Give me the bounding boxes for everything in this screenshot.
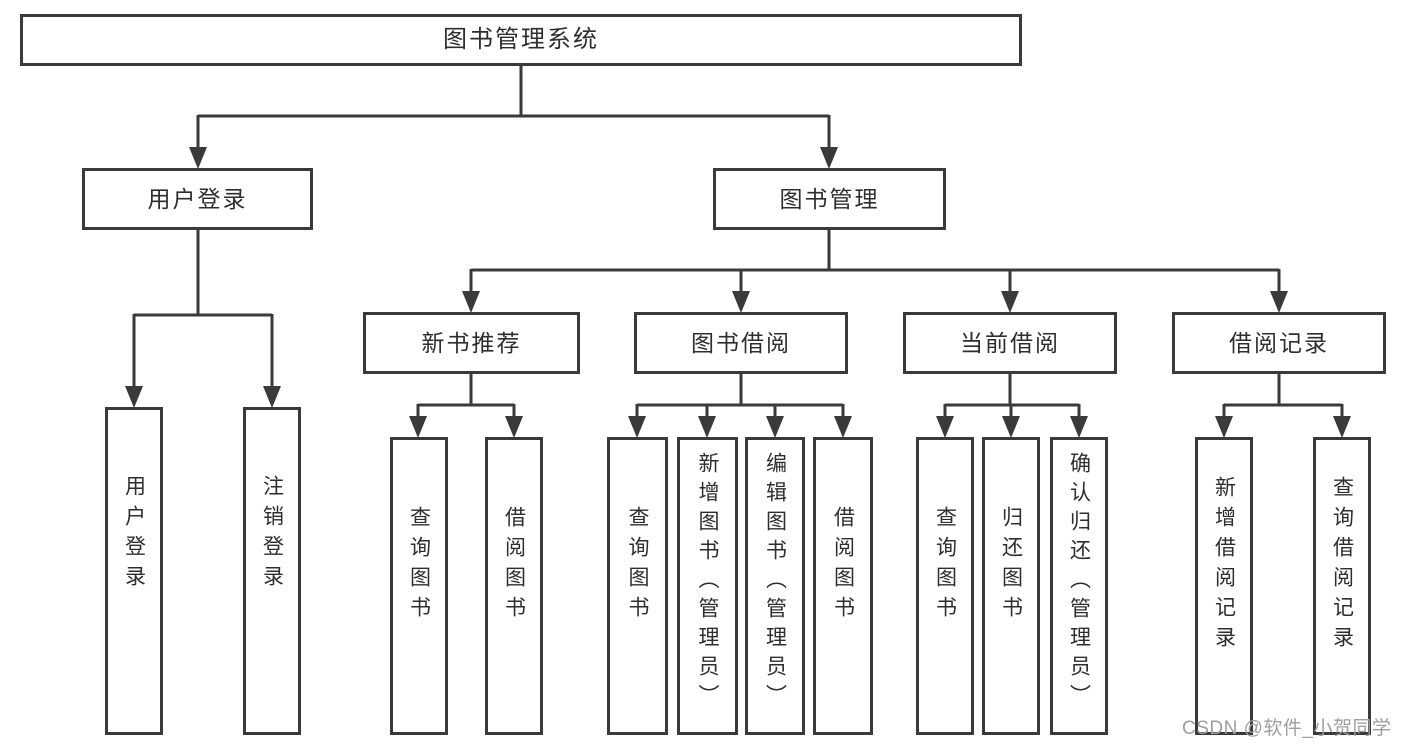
node-current-borrowing: 当前借阅 (903, 312, 1117, 374)
node-book-borrowing-label: 图书借阅 (691, 329, 791, 356)
leaf-user-login: 用户登录 (105, 407, 163, 735)
leaf-cb-query-books: 查询图书 (916, 437, 974, 735)
leaf-br-add-record-label: 新增借阅记录 (1212, 476, 1236, 656)
node-current-borrowing-label: 当前借阅 (960, 329, 1060, 356)
node-borrowing-records: 借阅记录 (1172, 312, 1386, 374)
node-user-login-label: 用户登录 (147, 185, 248, 212)
leaf-bb-query-books: 查询图书 (607, 437, 668, 735)
leaf-bb-query-books-label: 查询图书 (626, 506, 649, 626)
node-book-management: 图书管理 (713, 168, 946, 230)
node-borrowing-records-label: 借阅记录 (1229, 329, 1329, 356)
leaf-cb-return-books-label: 归还图书 (999, 506, 1023, 626)
leaf-cb-confirm-return-admin-label: 确认归还（管理员） (1067, 451, 1091, 713)
leaf-nb-query-books-label: 查询图书 (407, 506, 431, 626)
leaf-logout: 注销登录 (243, 407, 301, 735)
leaf-br-add-record: 新增借阅记录 (1195, 437, 1253, 735)
node-user-login: 用户登录 (82, 168, 313, 230)
leaf-logout-label: 注销登录 (260, 475, 284, 595)
leaf-user-login-label: 用户登录 (122, 475, 146, 595)
leaf-cb-return-books: 归还图书 (982, 437, 1040, 735)
leaf-bb-edit-books-admin-label: 编辑图书（管理员） (763, 451, 787, 713)
leaf-nb-borrow-books-label: 借阅图书 (502, 506, 526, 626)
leaf-bb-borrow-books-label: 借阅图书 (831, 506, 855, 626)
leaf-cb-confirm-return-admin: 确认归还（管理员） (1050, 437, 1108, 735)
leaf-bb-add-books-admin-label: 新增图书（管理员） (696, 451, 719, 713)
node-new-book-recommend-label: 新书推荐 (421, 329, 522, 356)
node-book-management-label: 图书管理 (779, 185, 880, 212)
leaf-bb-add-books-admin: 新增图书（管理员） (677, 437, 738, 735)
node-book-borrowing: 图书借阅 (634, 312, 848, 374)
csdn-watermark: CSDN @软件_小贺同学 (1182, 718, 1392, 739)
node-new-book-recommend: 新书推荐 (363, 312, 580, 374)
leaf-cb-query-books-label: 查询图书 (933, 506, 957, 626)
node-root: 图书管理系统 (20, 14, 1022, 66)
arrowheads (125, 147, 1351, 438)
leaf-bb-borrow-books: 借阅图书 (813, 437, 873, 735)
leaf-nb-query-books: 查询图书 (390, 437, 448, 735)
leaf-nb-borrow-books: 借阅图书 (485, 437, 543, 735)
leaf-br-query-record-label: 查询借阅记录 (1330, 476, 1354, 656)
node-root-label: 图书管理系统 (443, 26, 599, 53)
leaf-br-query-record: 查询借阅记录 (1313, 437, 1371, 735)
leaf-bb-edit-books-admin: 编辑图书（管理员） (745, 437, 805, 735)
